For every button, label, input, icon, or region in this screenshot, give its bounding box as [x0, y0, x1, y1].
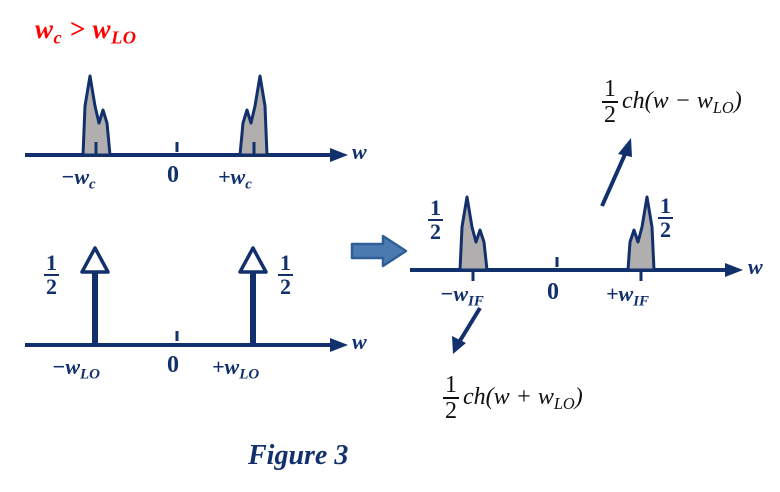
spectrum-bump-positive-wif: [626, 195, 656, 272]
right-arrow-icon: [350, 234, 408, 268]
lo-zero-label: 0: [167, 352, 179, 378]
input-spectrum-panel: w −wc 0 +wc: [0, 60, 390, 210]
spectrum-bump-negative-wif: [458, 195, 489, 272]
lower-annotation-expression: ch(w + wLO): [463, 383, 583, 413]
upper-annotation-pointer: [600, 138, 632, 207]
input-spectrum-plot: [25, 74, 348, 162]
input-tick-label-positive: +wc: [218, 164, 252, 193]
condition-label: wc > wLO: [35, 14, 137, 48]
fraction-numerator: 1: [280, 250, 291, 275]
fraction-numerator: 1: [604, 76, 616, 102]
lower-annotation-label: 1 2 ch(w + wLO): [443, 373, 583, 424]
output-spectrum-plot: [410, 195, 743, 281]
input-zero-label: 0: [167, 162, 179, 188]
impulse-arrowhead-icon-positive: [238, 246, 268, 274]
lo-axis-label: w: [352, 329, 367, 354]
lo-tick-label-positive: +wLO: [212, 354, 260, 383]
output-spectrum-panel: 1 2 1 2 w −wIF 0 +wIF: [400, 175, 780, 315]
impulse-arrowhead-icon-negative: [80, 246, 110, 274]
output-tick-label-negative: −wIF: [440, 281, 484, 310]
lo-tick-label-negative: −wLO: [52, 354, 100, 383]
spectrum-bump-positive-wc: [238, 74, 269, 157]
lower-annotation-pointer: [452, 306, 482, 354]
fraction-numerator: 1: [46, 250, 57, 275]
local-oscillator-panel: 1 2 1 2 w −wLO 0 +wLO: [0, 230, 390, 390]
fraction-denominator: 2: [44, 274, 59, 300]
pointer-line: [456, 306, 482, 346]
fraction-numerator: 1: [430, 195, 441, 220]
axis-arrowhead-icon: [330, 148, 348, 162]
fraction-denominator: 2: [658, 217, 673, 243]
pointer-arrowhead-icon: [452, 336, 466, 354]
transform-arrow: [350, 234, 408, 268]
input-tick-label-negative: −wc: [61, 164, 96, 193]
axis-arrowhead-icon: [725, 263, 743, 277]
fraction-denominator: 2: [278, 274, 293, 300]
fraction-denominator: 2: [443, 397, 459, 425]
output-axis-label: w: [748, 254, 763, 279]
spectrum-bump-negative-wc: [81, 74, 112, 157]
pointer-arrowhead-icon: [618, 138, 632, 157]
lower-annotation-fraction: 1 2: [443, 373, 459, 424]
local-oscillator-plot: [25, 246, 348, 352]
fraction-denominator: 2: [428, 219, 443, 245]
fraction-numerator: 1: [445, 372, 457, 398]
output-amplitude-left: 1 2: [428, 195, 443, 245]
figure-caption: Figure 3: [248, 440, 349, 471]
impulse-amplitude-left: 1 2: [44, 250, 59, 300]
input-axis-label: w: [352, 139, 367, 164]
fraction-numerator: 1: [660, 193, 671, 218]
upper-annotation-fraction: 1 2: [602, 77, 618, 128]
upper-annotation-label: 1 2 ch(w − wLO): [602, 77, 742, 128]
output-zero-label: 0: [547, 279, 559, 305]
output-tick-label-positive: +wIF: [606, 281, 650, 310]
impulse-amplitude-right: 1 2: [278, 250, 293, 300]
axis-arrowhead-icon: [330, 338, 348, 352]
upper-annotation-expression: ch(w − wLO): [622, 87, 742, 117]
output-amplitude-right: 1 2: [658, 193, 673, 243]
pointer-line: [600, 151, 628, 207]
fraction-denominator: 2: [602, 101, 618, 129]
